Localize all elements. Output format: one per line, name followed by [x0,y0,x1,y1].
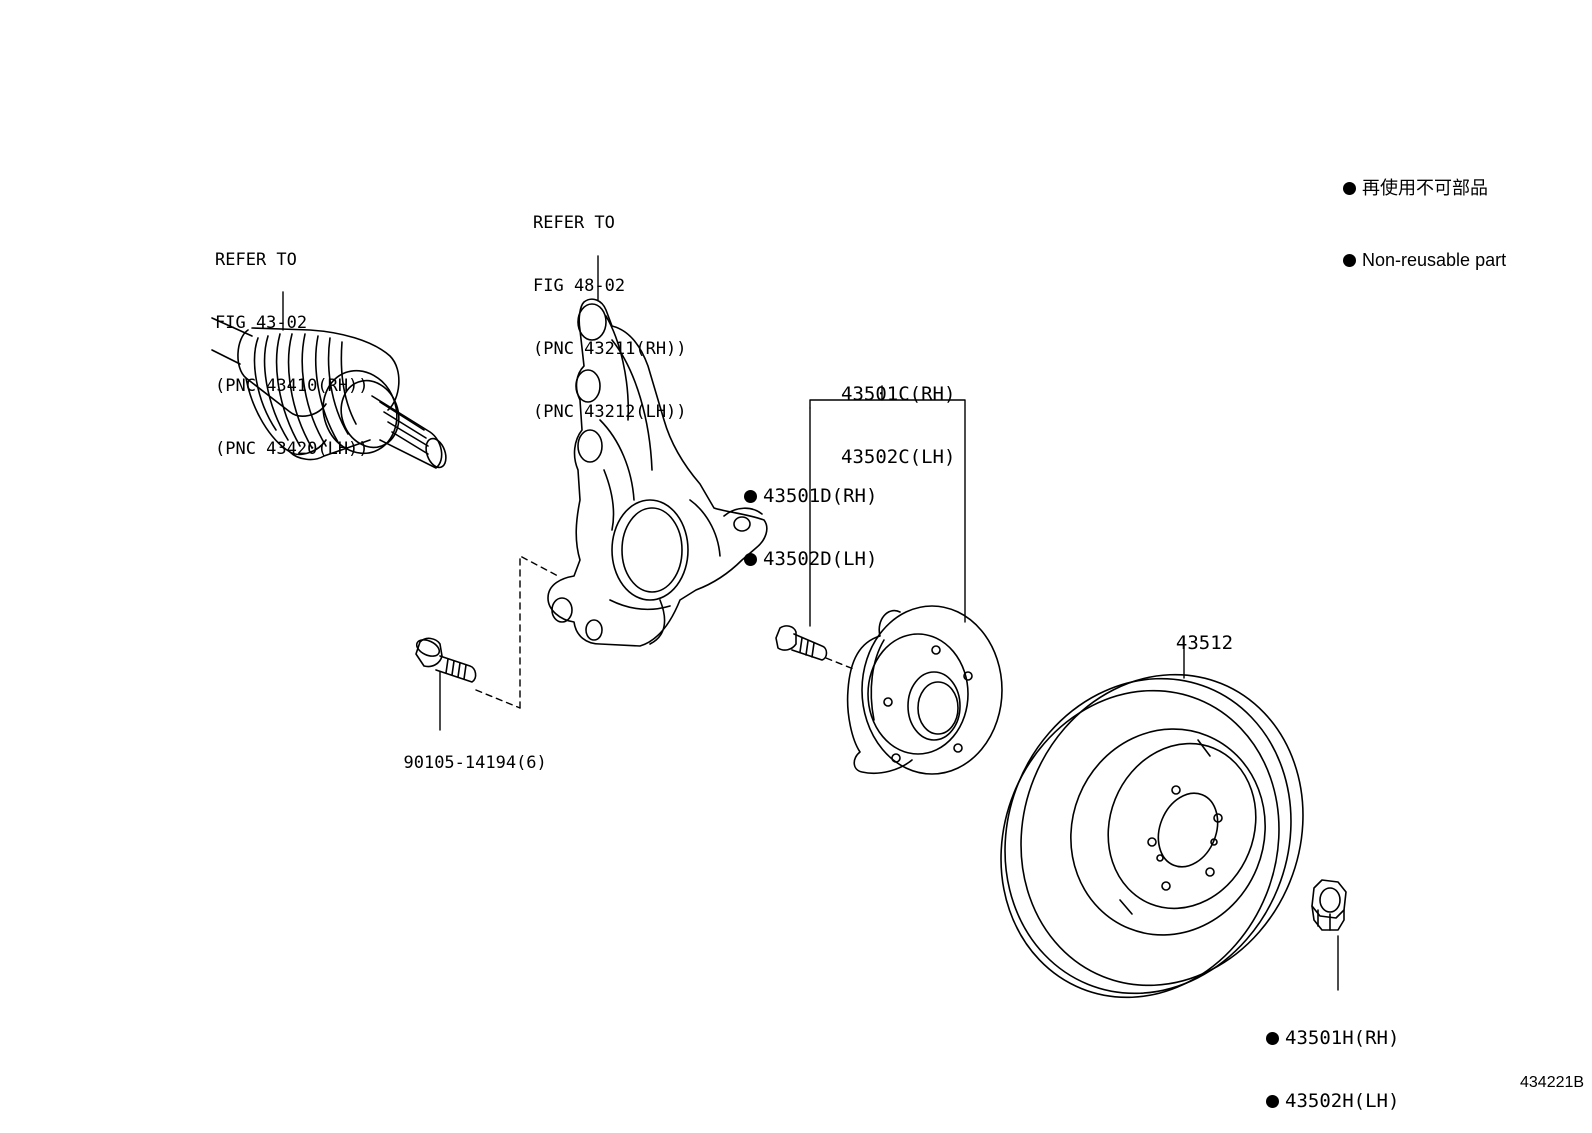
label-line: 43501H(RH) [1285,1027,1400,1049]
label-line: (PNC 43420(LH)) [215,439,369,459]
label-line: 90105-14194(6) [403,753,547,773]
legend-text-jp: 再使用不可部品 [1362,178,1488,198]
knuckle-bolt-part-label: 90105-14194(6) [383,732,547,774]
label-row: 43501D(RH) [744,486,877,507]
label-row: 43501H(RH) [1266,1028,1399,1049]
label-row: 43502D(LH) [744,549,877,570]
brake-disc-part-label: 43512 [1153,612,1233,654]
wheel-nut-part-label: 43501H(RH) 43502H(LH) [1266,986,1399,1133]
legend: 再使用不可部品 Non-reusable part [1343,128,1506,296]
label-line: 43502D(LH) [763,548,878,570]
hub-bolt-drawing [776,626,827,660]
hub-assembly-part-label: 43501C(RH) 43502C(LH) [841,342,955,489]
driveshaft-reference-label: REFER TO FIG 43-02 (PNC 43410(RH)) (PNC … [215,208,369,481]
knuckle-bolt-drawing [414,637,475,682]
label-line: 43501D(RH) [763,485,878,507]
figure-id: 434221B [1520,1074,1585,1091]
drive-shaft-drawing [212,318,450,470]
label-line: 43502C(LH) [841,446,956,468]
hub-assembly-drawing [848,606,1002,774]
label-line: 43502H(LH) [1285,1090,1400,1112]
label-row: 43502H(LH) [1266,1091,1399,1112]
label-line: (PNC 43410(RH)) [215,376,369,396]
label-line: FIG 48-02 [533,276,626,296]
legend-text-en: Non-reusable part [1362,250,1507,270]
label-line: FIG 43-02 [215,313,308,333]
hub-bolt-part-label: 43501D(RH) 43502D(LH) [744,444,877,591]
non-reusable-dot-icon [1343,182,1356,195]
label-line: 43501C(RH) [841,383,956,405]
non-reusable-dot-icon [1266,1032,1279,1045]
parts-diagram [0,0,1592,1099]
label-line: 43512 [1175,632,1234,654]
non-reusable-dot-icon [744,490,757,503]
label-line: REFER TO [215,250,297,270]
label-line: (PNC 43211(RH)) [533,339,687,359]
legend-row-en: Non-reusable part [1343,248,1506,272]
non-reusable-dot-icon [1343,254,1356,267]
knuckle-reference-label: REFER TO FIG 48-02 (PNC 43211(RH)) (PNC … [533,171,687,444]
legend-row-jp: 再使用不可部品 [1343,176,1506,200]
non-reusable-dot-icon [744,553,757,566]
steering-knuckle-drawing [548,299,767,646]
label-line: (PNC 43212(LH)) [533,402,687,422]
dashed-reference-lines [476,556,856,708]
brake-disc-drawing [955,632,1349,1040]
leader-lines [283,256,1338,990]
wheel-nut-drawing [1312,880,1346,930]
non-reusable-dot-icon [1266,1095,1279,1108]
label-line: REFER TO [533,213,615,233]
